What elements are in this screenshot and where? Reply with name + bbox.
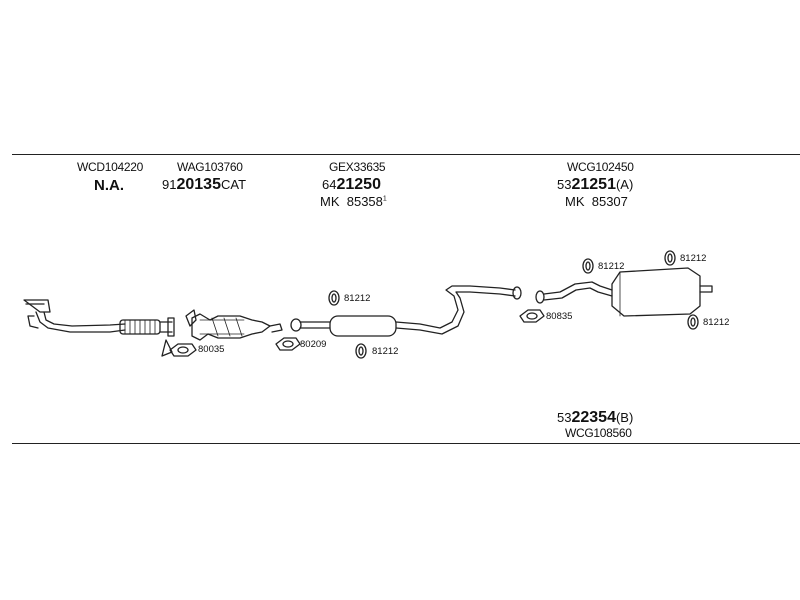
part-number-catalyst: 9120135CAT — [162, 176, 247, 193]
center-muffler-drawing — [290, 285, 522, 337]
ref-code-front-pipe: WCD104220 — [77, 160, 144, 174]
top-divider — [12, 154, 800, 155]
part-number-center-muffler: 6421250 — [322, 176, 381, 193]
ref-code-center-muffler: GEX33635 — [329, 160, 386, 174]
ref-code-catalyst: WAG103760 — [177, 160, 243, 174]
bottom-divider — [12, 443, 800, 444]
callout-gasket-1: 80035 — [198, 344, 225, 355]
part-number-rear-pipe: 5322354(B) — [557, 409, 634, 426]
mk-number-rear-muffler: MK 85307 — [565, 194, 628, 209]
callout-gasket-3: 80835 — [546, 311, 573, 322]
catalyst-drawing — [185, 309, 283, 341]
clamp-icons — [328, 250, 699, 359]
callout-clamp-4: 81212 — [680, 253, 707, 264]
callout-gasket-2: 80209 — [300, 339, 327, 350]
front-pipe-drawing — [23, 299, 175, 357]
ref-code-rear-muffler: WCG102450 — [567, 160, 634, 174]
callout-clamp-2: 81212 — [372, 346, 399, 357]
ref-code-rear-pipe: WCG108560 — [565, 426, 632, 440]
mk-number-center-muffler: MK 853581 — [320, 194, 387, 209]
part-number-front-pipe: N.A. — [94, 177, 124, 194]
callout-clamp-3: 81212 — [598, 261, 625, 272]
callout-clamp-5: 81212 — [703, 317, 730, 328]
rear-muffler-drawing — [535, 267, 713, 317]
gasket-icons — [169, 309, 545, 357]
part-number-rear-muffler: 5321251(A) — [557, 176, 634, 193]
callout-clamp-1: 81212 — [344, 293, 371, 304]
